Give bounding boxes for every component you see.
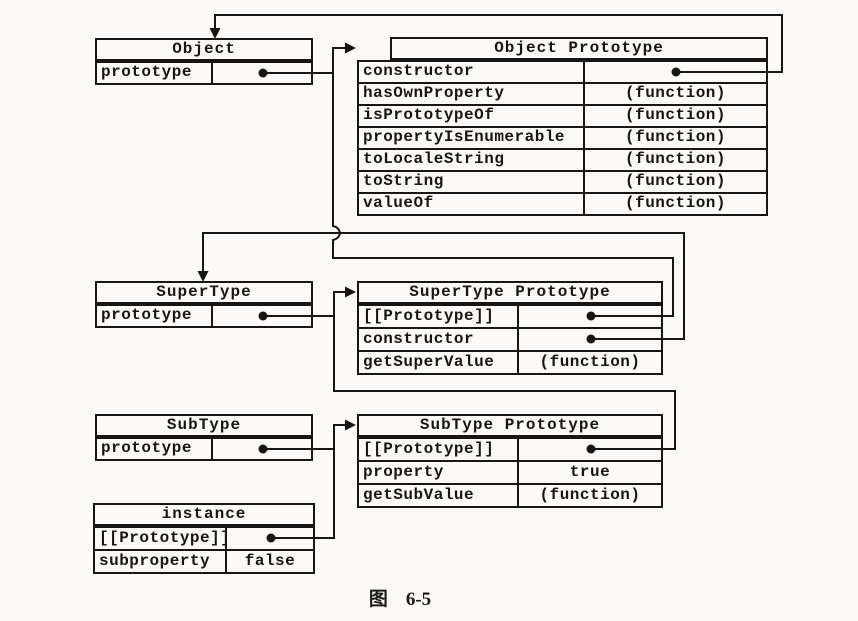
- table-row: getSuperValue (function): [357, 350, 663, 375]
- property-name: getSuperValue: [359, 352, 519, 373]
- pointer-cell: [519, 439, 661, 460]
- table-row: toString (function): [357, 170, 768, 194]
- pointer-cell: [519, 329, 661, 350]
- property-value: false: [244, 552, 296, 570]
- property-value: (function): [624, 150, 726, 168]
- pointer-cell: [213, 306, 311, 326]
- table-row: prototype: [95, 61, 313, 85]
- table-row: constructor: [357, 327, 663, 352]
- table-row: toLocaleString (function): [357, 148, 768, 172]
- table-row: isPrototypeOf (function): [357, 104, 768, 128]
- figure-caption-label: 图: [368, 589, 388, 610]
- property-name: toLocaleString: [359, 150, 585, 170]
- box-title: SubType: [95, 414, 313, 437]
- supertype-box: SuperType prototype: [95, 281, 313, 328]
- property-name: isPrototypeOf: [359, 106, 585, 126]
- figure-caption: 图 6-5: [300, 584, 500, 611]
- property-name: hasOwnProperty: [359, 84, 585, 104]
- table-row: valueOf (function): [357, 192, 768, 216]
- property-value: (function): [624, 194, 726, 212]
- property-name: prototype: [97, 306, 213, 326]
- box-rows: [[Prototype]]property true getSubValue (fun…: [357, 437, 663, 508]
- pointer-cell: [227, 528, 313, 549]
- property-name: constructor: [359, 329, 519, 350]
- pointer-cell: [213, 63, 311, 83]
- table-row: hasOwnProperty (function): [357, 82, 768, 106]
- pointer-cell: [519, 306, 661, 327]
- property-name: [[Prototype]]: [359, 439, 519, 460]
- table-row: [[Prototype]]: [357, 304, 663, 329]
- subtype-box: SubType prototype: [95, 414, 313, 461]
- pointer-cell: [585, 62, 766, 82]
- table-row: [[Prototype]]: [93, 526, 315, 551]
- subtype-prototype-box: SubType Prototype [[Prototype]]property t…: [357, 414, 663, 508]
- box-title: SuperType: [95, 281, 313, 304]
- property-name: subproperty: [95, 551, 227, 572]
- box-rows: prototype: [95, 437, 313, 461]
- property-name: prototype: [97, 63, 213, 83]
- box-rows: [[Prototype]]subproperty false: [93, 526, 315, 574]
- property-value: (function): [624, 172, 726, 190]
- table-row: prototype: [95, 437, 313, 461]
- box-rows: prototype: [95, 304, 313, 328]
- table-row: prototype: [95, 304, 313, 328]
- box-title: Object Prototype: [390, 37, 768, 60]
- table-row: [[Prototype]]: [357, 437, 663, 462]
- property-value: (function): [539, 353, 641, 371]
- table-row: constructor: [357, 60, 768, 84]
- property-value: (function): [624, 128, 726, 146]
- instance-box: instance [[Prototype]]subproperty false: [93, 503, 315, 574]
- pointer-cell: [213, 439, 311, 459]
- box-title: SuperType Prototype: [357, 281, 663, 304]
- property-name: constructor: [359, 62, 585, 82]
- property-value: (function): [539, 486, 641, 504]
- property-value: true: [569, 463, 611, 481]
- table-row: propertyIsEnumerable (function): [357, 126, 768, 150]
- property-name: prototype: [97, 439, 213, 459]
- property-value: (function): [624, 84, 726, 102]
- property-name: propertyIsEnumerable: [359, 128, 585, 148]
- property-name: getSubValue: [359, 485, 519, 506]
- box-title: SubType Prototype: [357, 414, 663, 437]
- object-box: Object prototype: [95, 38, 313, 85]
- property-value: (function): [624, 106, 726, 124]
- box-title: Object: [95, 38, 313, 61]
- property-name: [[Prototype]]: [359, 306, 519, 327]
- box-title: instance: [93, 503, 315, 526]
- property-name: property: [359, 462, 519, 483]
- table-row: property true: [357, 460, 663, 485]
- figure-caption-number: 6-5: [405, 589, 432, 610]
- property-name: toString: [359, 172, 585, 192]
- table-row: getSubValue (function): [357, 483, 663, 508]
- table-row: subproperty false: [93, 549, 315, 574]
- property-name: valueOf: [359, 194, 585, 214]
- supertype-prototype-box: SuperType Prototype [[Prototype]]constru…: [357, 281, 663, 375]
- property-name: [[Prototype]]: [95, 528, 227, 549]
- box-rows: prototype: [95, 61, 313, 85]
